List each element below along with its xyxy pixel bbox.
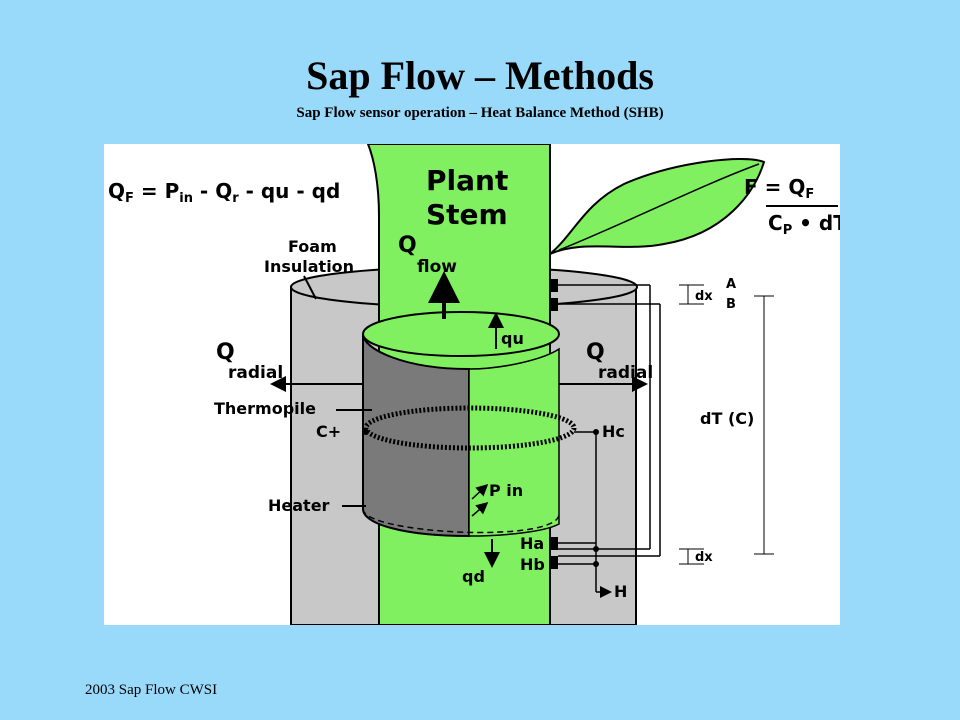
- thermopile-label: Thermopile: [214, 399, 316, 418]
- q-radial-left-sub: radial: [228, 363, 283, 383]
- slide-subtitle: Sap Flow sensor operation – Heat Balance…: [296, 105, 664, 121]
- dx-top-label: dx: [695, 289, 713, 304]
- slide-footer: 2003 Sap Flow CWSI: [85, 682, 218, 698]
- q-flow-label: Q: [398, 233, 417, 258]
- q-radial-right-q: Q: [586, 340, 605, 365]
- dimension-lines: [679, 284, 774, 565]
- leaf-icon: [549, 157, 766, 255]
- hc-label: Hc: [602, 422, 625, 441]
- heat-balance-diagram: QF = Pin - Qr - qu - qd F = QF CP • dT P…: [104, 144, 840, 625]
- ha-label: Ha: [520, 534, 544, 553]
- a-label: A: [726, 277, 736, 292]
- p-in-label: P in: [489, 481, 523, 500]
- q-radial-left-q: Q: [216, 340, 235, 365]
- plant-stem-label-2: Stem: [426, 198, 508, 231]
- hb-label: Hb: [520, 555, 545, 574]
- foam-label-2: Insulation: [264, 257, 354, 276]
- equation-right-numerator: F = QF: [744, 175, 814, 202]
- slide-title: Sap Flow – Methods: [306, 53, 654, 98]
- foam-pointer: [303, 275, 317, 300]
- p-in-arrow-2: [471, 502, 489, 517]
- p-in-arrow-1: [471, 483, 489, 500]
- qu-label: qu: [501, 329, 524, 348]
- q-radial-right-sub: radial: [598, 363, 653, 383]
- thermocouple-wiring: [363, 279, 661, 598]
- thermopile-ring: [363, 405, 577, 451]
- c-plus-label: C+: [316, 422, 341, 441]
- dx-bottom-label: dx: [695, 550, 713, 565]
- equation-right-denominator: CP • dT: [768, 211, 840, 238]
- heater-label: Heater: [268, 496, 330, 515]
- b-label: B: [726, 297, 736, 312]
- q-flow-sub: flow: [417, 257, 457, 277]
- dt-c-label: dT (C): [700, 409, 754, 428]
- qd-label: qd: [462, 567, 485, 586]
- equation-left: QF = Pin - Qr - qu - qd: [108, 179, 340, 206]
- plant-stem-label-1: Plant: [426, 164, 508, 197]
- heater-sleeve: [362, 311, 560, 538]
- foam-label-1: Foam: [288, 237, 337, 256]
- h-label: H: [614, 582, 627, 601]
